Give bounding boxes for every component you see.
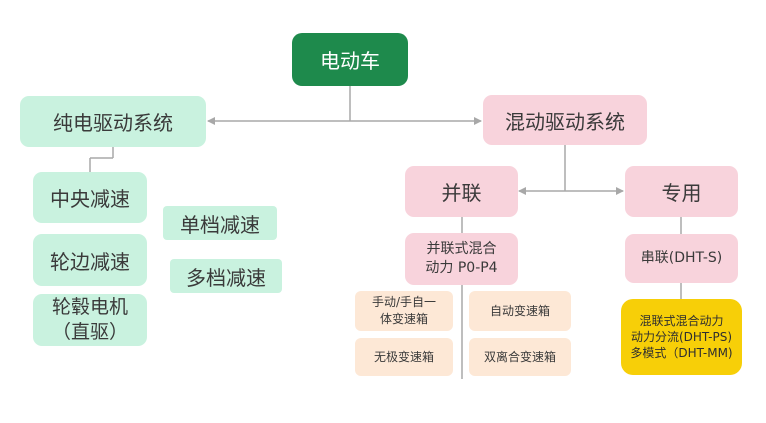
cvt-transmission-label: 无极变速箱 bbox=[373, 349, 434, 364]
dedicated-node: 专用 bbox=[625, 166, 738, 217]
pure-ev-system-node: 纯电驱动系统 bbox=[20, 96, 206, 147]
pure-ev-system-label: 纯电驱动系统 bbox=[53, 111, 173, 135]
root-node-ev: 电动车 bbox=[292, 33, 408, 86]
central-reduction-node: 中央减速 bbox=[33, 172, 147, 223]
single-gear-reduction-node: 单档减速 bbox=[163, 206, 277, 240]
root-label: 电动车 bbox=[320, 49, 380, 73]
dedicated-label: 专用 bbox=[661, 181, 702, 205]
parallel-hybrid-p0-p4-label: 并联式混合 动力 P0-P4 bbox=[425, 241, 498, 276]
automatic-transmission-label: 自动变速箱 bbox=[489, 303, 550, 318]
hybrid-system-node: 混动驱动系统 bbox=[483, 95, 647, 145]
power-split-multimode-label: 混联式混合动力 动力分流(DHT-PS) 多模式（DHT-MM) bbox=[630, 313, 733, 361]
multi-gear-reduction-label: 多档减速 bbox=[186, 265, 266, 290]
central-reduction-label: 中央减速 bbox=[50, 187, 130, 211]
manual-transmission-label: 手动/手自一 体变速箱 bbox=[371, 295, 437, 326]
parallel-hybrid-p0-p4-node: 并联式混合 动力 P0-P4 bbox=[405, 233, 518, 285]
automatic-transmission-node: 自动变速箱 bbox=[469, 291, 571, 331]
hybrid-system-label: 混动驱动系统 bbox=[505, 109, 625, 134]
dct-transmission-node: 双离合变速箱 bbox=[469, 338, 571, 376]
cvt-transmission-node: 无极变速箱 bbox=[355, 338, 453, 376]
parallel-label: 并联 bbox=[441, 181, 482, 205]
hub-motor-label: 轮毂电机 （直驱） bbox=[51, 296, 128, 343]
dct-transmission-label: 双离合变速箱 bbox=[483, 349, 556, 364]
wheel-side-reduction-label: 轮边减速 bbox=[50, 249, 130, 274]
manual-transmission-node: 手动/手自一 体变速箱 bbox=[355, 291, 453, 331]
wheel-side-reduction-node: 轮边减速 bbox=[33, 234, 147, 286]
single-gear-reduction-label: 单档减速 bbox=[180, 212, 260, 237]
series-dht-s-label: 串联(DHT-S) bbox=[640, 250, 723, 267]
power-split-multimode-node: 混联式混合动力 动力分流(DHT-PS) 多模式（DHT-MM) bbox=[621, 299, 742, 375]
parallel-node: 并联 bbox=[405, 166, 518, 217]
multi-gear-reduction-node: 多档减速 bbox=[170, 259, 282, 293]
series-dht-s-node: 串联(DHT-S) bbox=[625, 234, 738, 283]
hub-motor-node: 轮毂电机 （直驱） bbox=[33, 294, 147, 346]
